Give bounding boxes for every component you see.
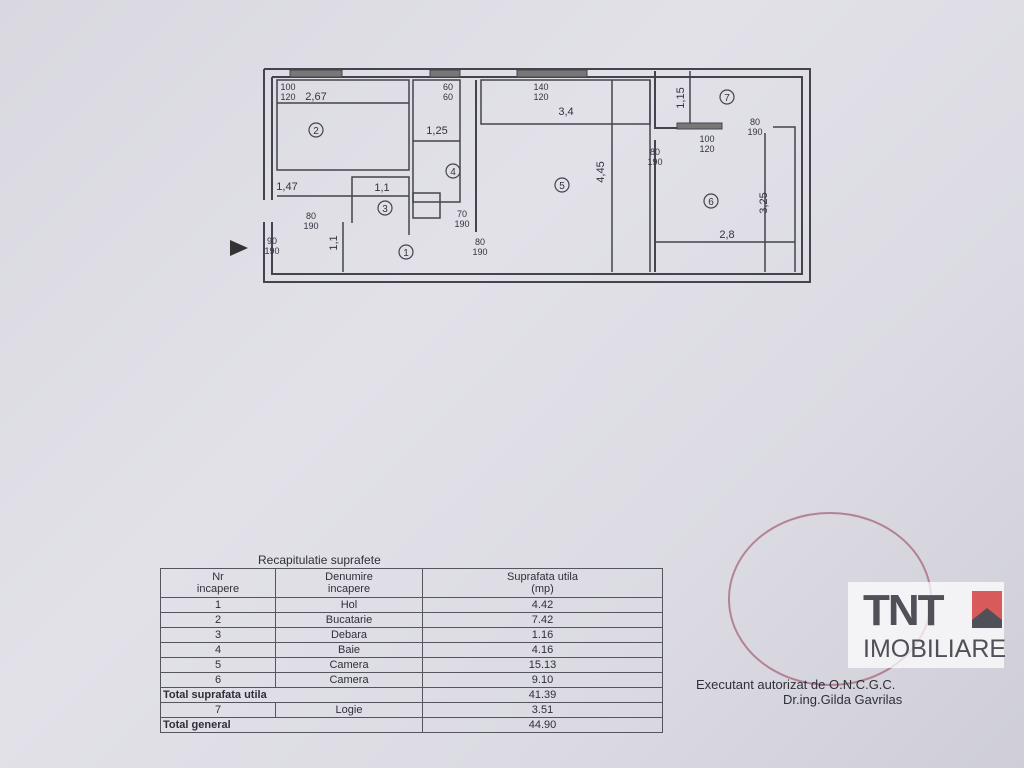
dim-label: 60 [443, 82, 453, 92]
cell-area: 4.16 [422, 642, 663, 658]
cell-area: 1.16 [422, 627, 663, 643]
executant-text: Executant autorizat de O.N.C.G.C. [696, 677, 896, 692]
dim-label: 1,25 [426, 125, 447, 137]
dim-label: 100 [280, 82, 295, 92]
room-number-2: 2 [313, 126, 319, 137]
cell-nr: 1 [160, 597, 276, 613]
total-label: Total general [160, 717, 423, 733]
table-caption: Recapitulatie suprafete [258, 553, 381, 567]
cell-name: Camera [275, 672, 423, 688]
dim-label: 1,1 [374, 182, 389, 194]
total-value: 44.90 [422, 717, 663, 733]
total-value: 41.39 [422, 687, 663, 703]
cell-nr: 6 [160, 672, 276, 688]
dim-label: 190 [264, 246, 279, 256]
cell-area: 7.42 [422, 612, 663, 628]
entrance-arrow-icon [230, 240, 248, 256]
engineer-name: Dr.ing.Gilda Gavrilas [783, 692, 903, 707]
dim-label: 190 [747, 127, 762, 137]
dim-label: 190 [472, 247, 487, 257]
dim-label: 2,67 [305, 91, 326, 103]
tnt-logo-watermark: TNT IMOBILIARE [848, 582, 1007, 668]
cell-area: 15.13 [422, 657, 663, 673]
dim-label: 120 [280, 92, 295, 102]
dim-label: 70 [457, 209, 467, 219]
cell-nr: 2 [160, 612, 276, 628]
dim-label: 120 [533, 92, 548, 102]
logo-sub: IMOBILIARE [863, 635, 1007, 663]
cell-area: 4.42 [422, 597, 663, 613]
dimensions: 2,67 1,47 1,25 1,1 3,4 2,8 4,45 3,25 1,1… [276, 87, 770, 250]
cell-area: 3.51 [422, 702, 663, 718]
dim-label: 190 [303, 221, 318, 231]
cell-nr: 7 [160, 702, 276, 718]
dim-label: 1,1 [328, 235, 340, 250]
dim-label: 3,25 [758, 192, 770, 213]
room-number-6: 6 [708, 197, 714, 208]
dim-label: 1,47 [276, 181, 297, 193]
header-cell: Suprafata utila(mp) [422, 568, 663, 598]
cell-nr: 4 [160, 642, 276, 658]
cell-name: Hol [275, 597, 423, 613]
total-label: Total suprafata utila [160, 687, 423, 703]
dim-label: 100 [699, 134, 714, 144]
logo-brand: TNT [863, 586, 945, 635]
cell-name: Logie [275, 702, 423, 718]
signature-block: Executant autorizat de O.N.C.G.C. Dr.ing… [696, 677, 902, 707]
dim-label: 190 [647, 157, 662, 167]
dim-label: 80 [750, 117, 760, 127]
dim-label: 2,8 [719, 229, 734, 241]
cell-name: Baie [275, 642, 423, 658]
dim-label: 80 [475, 237, 485, 247]
room-number-4: 4 [450, 167, 456, 178]
room-number-1: 1 [403, 248, 409, 259]
dim-label: 140 [533, 82, 548, 92]
dim-label: 120 [699, 144, 714, 154]
dim-label: 90 [267, 236, 277, 246]
dim-label: 60 [443, 92, 453, 102]
cell-nr: 5 [160, 657, 276, 673]
cell-name: Camera [275, 657, 423, 673]
room-number-5: 5 [559, 181, 565, 192]
cell-name: Bucatarie [275, 612, 423, 628]
dim-label: 4,45 [595, 161, 607, 182]
dim-label: 80 [306, 211, 316, 221]
dim-label: 190 [454, 219, 469, 229]
cell-name: Debara [275, 627, 423, 643]
dim-label: 80 [650, 147, 660, 157]
room-number-3: 3 [382, 204, 388, 215]
floor-plan: 1 2 3 4 5 6 7 2,67 1,47 1,25 1,1 3,4 2,8… [230, 68, 811, 283]
cell-area: 9.10 [422, 672, 663, 688]
room-number-7: 7 [724, 93, 730, 104]
dim-label: 1,15 [675, 87, 687, 108]
cell-nr: 3 [160, 627, 276, 643]
dim-label: 3,4 [558, 106, 573, 118]
